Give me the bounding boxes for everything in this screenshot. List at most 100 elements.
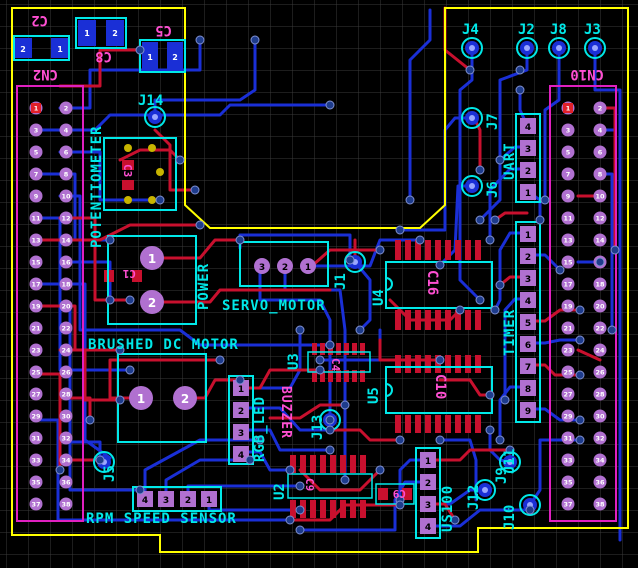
test-point-hole	[524, 45, 530, 51]
timer-header: 1 2 3 4 5 6 7 8 9	[515, 221, 541, 423]
cn10-pin-label: 7	[566, 171, 571, 179]
cn10-pad	[561, 321, 575, 335]
power-pin-2-label: 2	[148, 296, 156, 310]
cn10-pad	[561, 145, 575, 159]
timer-pin-2-label: 2	[525, 253, 531, 263]
cn10-pad	[593, 299, 607, 313]
cn10-pin1-marker	[563, 103, 573, 113]
servo-motor-label: SERVO_MOTOR	[222, 298, 326, 314]
power-label: POWER	[196, 263, 212, 310]
test-point-ring	[461, 175, 483, 197]
power-pin-1-label: 1	[148, 252, 156, 266]
timer-pin-7-label: 7	[525, 363, 531, 373]
cn2-pad	[59, 299, 73, 313]
us100-header: 1 2 3 4	[415, 447, 441, 539]
cn2-pad	[59, 211, 73, 225]
via	[405, 195, 415, 205]
rpm-speed-sensor-label: RPM SPEED SENSOR	[86, 511, 237, 527]
cn10-pin-label: 23	[563, 347, 572, 355]
via	[415, 235, 425, 245]
rgb-led-label: RGB_LED	[252, 396, 268, 462]
c2-pad-2-label: 2	[20, 45, 26, 54]
u4-pads	[395, 240, 481, 330]
via	[455, 305, 465, 315]
u5-label: U5	[366, 387, 382, 404]
cn2-pad	[59, 475, 73, 489]
cn2-pin-label: 30	[61, 413, 71, 421]
cn2-pad	[59, 101, 73, 115]
cn2-pad	[59, 167, 73, 181]
us100-pin-1-label: 1	[425, 457, 431, 467]
cn10-pin-label: 8	[598, 171, 603, 179]
cn2-pad	[29, 277, 43, 291]
via	[575, 370, 585, 380]
via	[495, 435, 505, 445]
rpm-sensor-header: 4 3 2 1	[132, 486, 222, 512]
cn10-pin-label: 22	[595, 325, 604, 333]
test-point-hole	[482, 487, 488, 493]
cn10-pad	[561, 497, 575, 511]
test-point-ring	[461, 37, 483, 59]
cn2-pin-label: 5	[34, 149, 39, 157]
cn2-pad	[29, 123, 43, 137]
rgb-pin-1-label: 1	[238, 385, 244, 395]
rgb-pin-2-label: 2	[238, 407, 244, 417]
u2-label: U2	[272, 483, 288, 500]
cn10-pin-label: 17	[563, 281, 572, 289]
via	[340, 475, 350, 485]
j3-label: J3	[584, 22, 601, 38]
servo-motor-connector: 3 2 1	[239, 241, 329, 287]
cn10-pin-label: 37	[563, 501, 572, 509]
cn10-pad	[561, 343, 575, 357]
cn2-header-pins: 1357911131517192123252729313335372468101…	[29, 101, 73, 511]
cn2-pin-label: 2	[64, 105, 69, 113]
via	[495, 280, 505, 290]
cn2-pin-label: 24	[61, 347, 71, 355]
c9-outline	[375, 483, 415, 505]
cn2-pin-label: 31	[31, 435, 41, 443]
via	[325, 445, 335, 455]
power-connector-footprint: 1 2	[107, 235, 197, 325]
cn2-pad	[59, 409, 73, 423]
cn10-pin-label: 6	[598, 149, 603, 157]
via	[235, 375, 245, 385]
cn10-pin-label: 1	[566, 105, 571, 113]
cn10-pad	[593, 475, 607, 489]
cn10-pad	[561, 365, 575, 379]
cn2-pin-label: 7	[34, 171, 39, 179]
cn10-pin-label: 18	[595, 281, 605, 289]
c4-label: C4	[329, 358, 342, 372]
test-point-ring	[584, 37, 606, 59]
via	[395, 435, 405, 445]
via	[115, 345, 125, 355]
cn10-pin-label: 28	[595, 391, 605, 399]
rpm-pin-4-label: 4	[142, 496, 148, 506]
timer-label: TIMER	[502, 309, 518, 356]
test-point-hole	[469, 183, 475, 189]
cn2-pad	[29, 365, 43, 379]
timer-pin-5-label: 5	[525, 319, 531, 329]
via	[105, 235, 115, 245]
via	[515, 85, 525, 95]
timer-pin-6-label: 6	[525, 341, 531, 351]
cn2-pin-label: 18	[61, 281, 71, 289]
cn2-pin-label: 11	[31, 215, 41, 223]
cn2-pad	[59, 365, 73, 379]
cn10-pad	[561, 431, 575, 445]
via	[285, 465, 295, 475]
via	[525, 505, 535, 515]
cn2-pad	[59, 189, 73, 203]
dc-motor-pin-2-label: 2	[181, 392, 189, 406]
uart-pin-1-label: 1	[525, 189, 531, 199]
via	[490, 305, 500, 315]
cn2-pad	[59, 497, 73, 511]
timer-pin-3-label: 3	[525, 275, 531, 285]
servo-pin-2-label: 2	[282, 263, 288, 273]
cn2-pad	[29, 431, 43, 445]
cn2-pin-label: 14	[61, 237, 71, 245]
test-point-hole	[556, 45, 562, 51]
cn2-pad	[29, 145, 43, 159]
via	[490, 215, 500, 225]
via	[175, 155, 185, 165]
